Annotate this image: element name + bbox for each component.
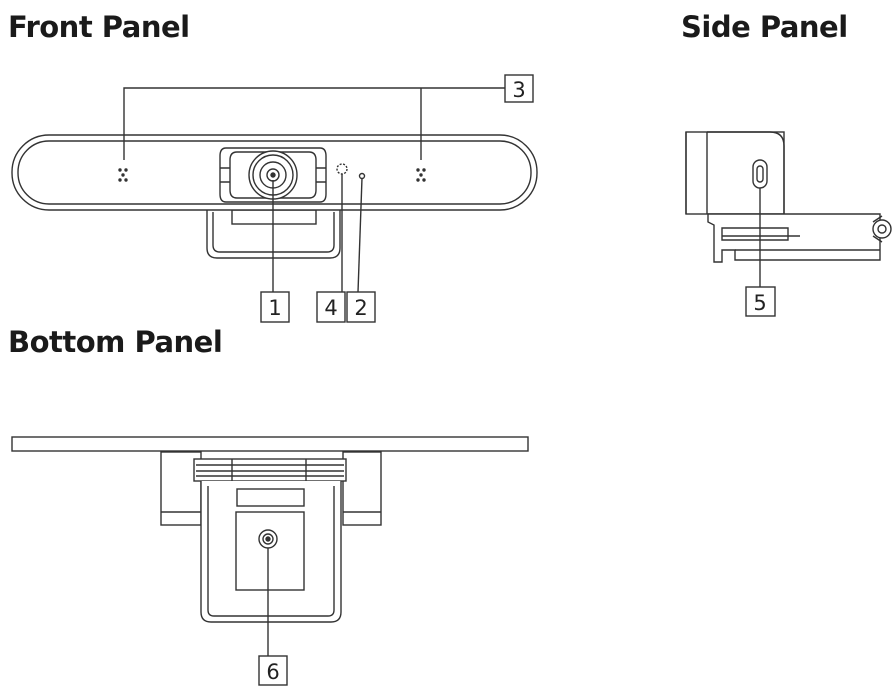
callout-label-5: 5	[753, 291, 766, 315]
callout-label-3: 3	[512, 78, 525, 102]
callout-label-1: 1	[268, 296, 281, 320]
front-panel-drawing	[11, 74, 538, 323]
callout-label-6: 6	[266, 660, 279, 684]
side-panel-heading: Side Panel	[681, 10, 848, 44]
bottom-panel-drawing	[11, 436, 529, 686]
microphone-right-icon	[416, 168, 426, 182]
callout-label-2: 2	[354, 296, 367, 320]
bottom-panel-heading: Bottom Panel	[8, 325, 223, 359]
side-panel-drawing	[685, 131, 892, 317]
callout-label-4: 4	[324, 296, 337, 320]
front-panel-heading: Front Panel	[8, 10, 190, 44]
bottom-bar	[11, 436, 529, 452]
tripod-screw-icon	[258, 529, 278, 549]
microphone-left-icon	[118, 168, 128, 182]
